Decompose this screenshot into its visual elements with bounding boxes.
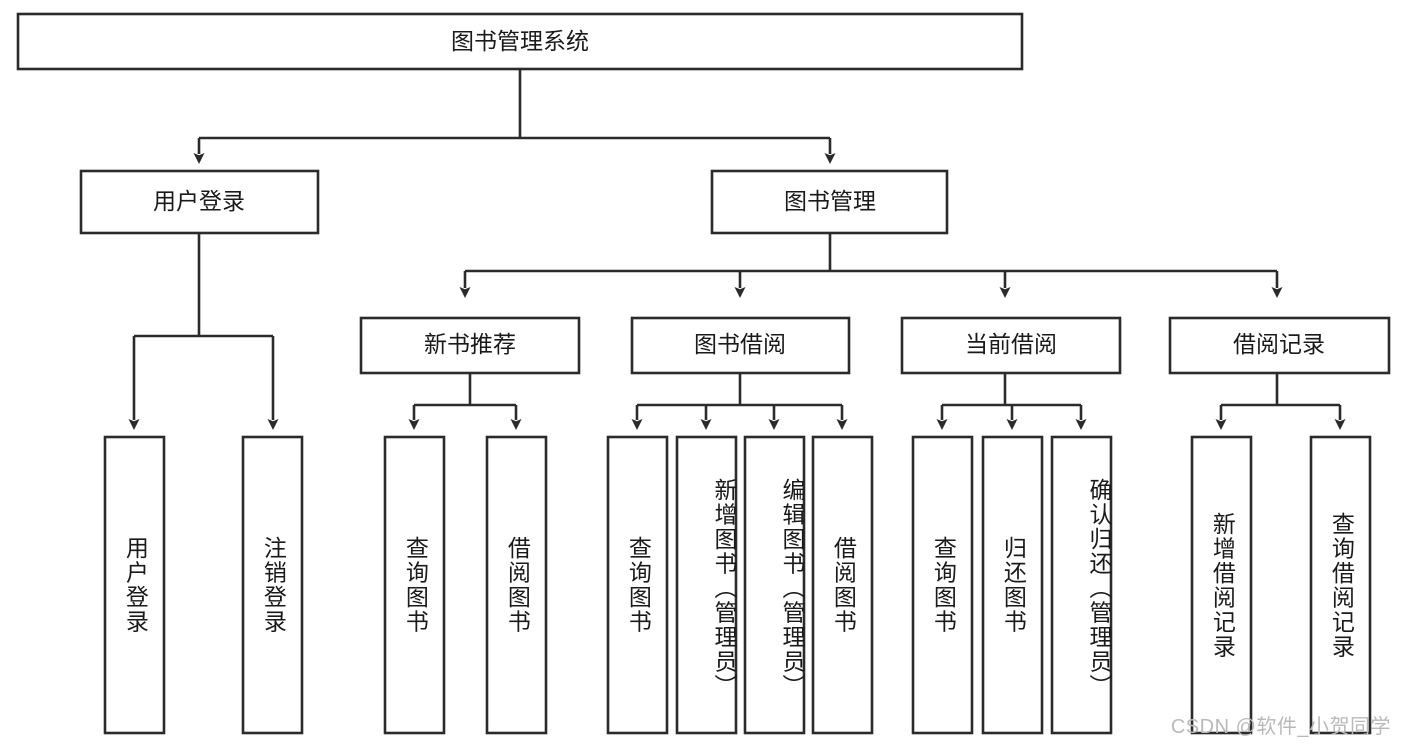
node-leaf-edit-book-box[interactable]	[743, 435, 806, 735]
node-leaf-query-book-3-box[interactable]	[911, 435, 974, 735]
csdn-watermark: CSDN @软件_小贺同学	[1170, 716, 1391, 738]
node-root-box[interactable]	[16, 12, 1024, 71]
connector-group-borrow-record	[1215, 373, 1346, 430]
connector-group-book-borrow	[631, 373, 848, 430]
node-new-book-recommend[interactable]: 新书推荐	[359, 316, 581, 375]
connector-group-new-book-recommend	[408, 373, 522, 430]
node-current-borrow-box[interactable]	[900, 316, 1122, 375]
node-new-book-recommend-box[interactable]	[359, 316, 581, 375]
node-leaf-borrow-book-1-box[interactable]	[485, 435, 548, 735]
node-user-login-box[interactable]	[79, 169, 320, 235]
connector-group-current-borrow	[936, 373, 1087, 430]
connector-group-root	[193, 69, 836, 164]
node-current-borrow-label: 当前借阅	[965, 331, 1057, 357]
node-leaf-user-logout-box[interactable]	[241, 435, 304, 735]
node-leaf-return-book-box[interactable]	[981, 435, 1044, 735]
node-leaf-confirm-return-box[interactable]	[1050, 435, 1113, 735]
node-root-label: 图书管理系统	[451, 28, 589, 54]
node-book-manage[interactable]: 图书管理	[710, 169, 949, 235]
node-book-borrow-label: 图书借阅	[694, 331, 786, 357]
node-user-login[interactable]: 用户登录	[79, 169, 320, 235]
node-borrow-record[interactable]: 借阅记录	[1168, 316, 1391, 375]
node-book-manage-label: 图书管理	[784, 188, 876, 214]
node-new-book-recommend-label: 新书推荐	[424, 331, 516, 357]
node-user-login-label: 用户登录	[153, 188, 245, 214]
node-book-manage-box[interactable]	[710, 169, 949, 235]
node-book-borrow-box[interactable]	[630, 316, 851, 375]
node-leaf-add-book-box[interactable]	[675, 435, 738, 735]
node-leaf-query-book-1-box[interactable]	[383, 435, 446, 735]
node-leaf-borrow-book-2-box[interactable]	[811, 435, 874, 735]
node-book-borrow[interactable]: 图书借阅	[630, 316, 851, 375]
node-current-borrow[interactable]: 当前借阅	[900, 316, 1122, 375]
node-leaf-add-record-box[interactable]	[1190, 435, 1253, 735]
node-root[interactable]: 图书管理系统	[16, 12, 1024, 71]
node-leaf-query-book-2-box[interactable]	[606, 435, 669, 735]
node-borrow-record-box[interactable]	[1168, 316, 1391, 375]
node-leaf-query-record-box[interactable]	[1309, 435, 1372, 735]
connector-group-book-manage	[459, 233, 1283, 298]
node-borrow-record-label: 借阅记录	[1233, 331, 1325, 357]
node-leaf-user-login-box[interactable]	[103, 435, 166, 735]
connector-group-user-login	[128, 233, 279, 430]
